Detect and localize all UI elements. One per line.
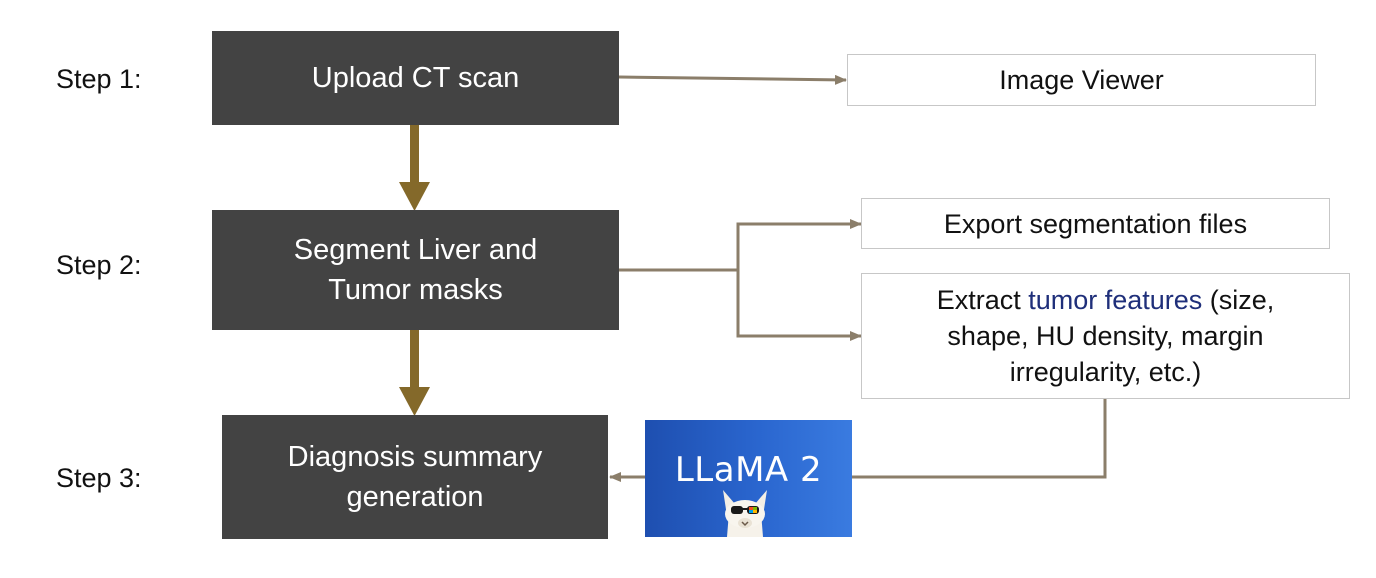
diagnosis-label-line1: Diagnosis summary [287,441,543,473]
arrow-upload-to-viewer [618,74,847,85]
arrow-segment-to-diagnosis [399,330,430,416]
arrow-segment-to-extract [736,270,862,341]
extract-line2: shape, HU density, margin [947,321,1264,351]
diagnosis-box: Diagnosis summary generation [222,415,608,539]
image-viewer-label: Image Viewer [999,65,1164,95]
extract-box: Extract tumor features (size, shape, HU … [861,273,1350,399]
step-1-label: Step 1: [56,64,142,94]
step-2-label: Step 2: [56,250,142,280]
segment-label-line2: Tumor masks [328,274,503,306]
arrow-upload-to-segment [399,125,430,211]
arrow-segment-to-export [619,219,862,272]
extract-line3: irregularity, etc.) [1009,357,1202,387]
step-3-label: Step 3: [56,463,142,493]
line-extract-to-llama [852,399,1107,479]
upload-ct-box: Upload CT scan [212,31,619,125]
llama-mascot-icon [723,490,767,537]
upload-ct-label: Upload CT scan [311,62,520,94]
segment-box: Segment Liver and Tumor masks [212,210,619,330]
diagnosis-label-line2: generation [346,481,484,513]
extract-line1: Extract tumor features (size, [937,282,1275,318]
llama-model-tile: LLaMA 2 [645,420,852,537]
image-viewer-box: Image Viewer [847,54,1316,106]
extract-prefix: Extract [936,285,1029,315]
export-box: Export segmentation files [861,198,1330,249]
segment-label-line1: Segment Liver and [293,234,538,266]
tumor-features-highlight: tumor features [1028,285,1203,315]
extract-line1-suffix: (size, [1202,285,1275,315]
export-label: Export segmentation files [943,208,1248,239]
llama-label: LLaMA 2 [674,450,823,490]
